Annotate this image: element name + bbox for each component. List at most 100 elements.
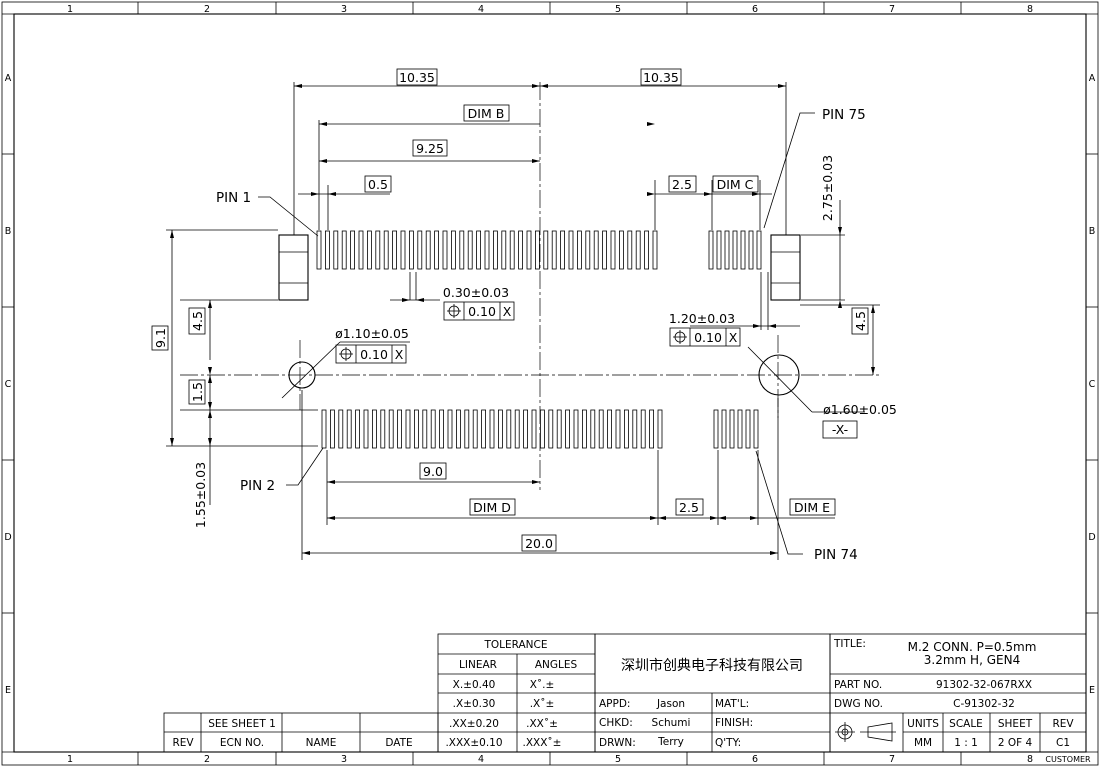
- top-pad-row: [316, 230, 658, 270]
- dim-0-30: 0.30±0.03: [443, 285, 509, 300]
- scale-value: 1 : 1: [954, 737, 978, 749]
- contact-pad: [434, 230, 440, 270]
- dim-d-label: DIM D: [473, 500, 511, 515]
- fcf-hole-tolerance: 0.10: [360, 347, 388, 362]
- contact-pad: [523, 409, 528, 449]
- contact-pad: [657, 409, 663, 449]
- contact-pad: [388, 409, 394, 449]
- contact-pad: [321, 409, 327, 449]
- tolerance-linear-1: X.±0.40: [453, 679, 496, 691]
- contact-pad: [467, 230, 473, 270]
- zone-col-8-bottom: 8: [1027, 754, 1033, 765]
- contact-pad: [501, 230, 507, 270]
- contact-pad: [640, 409, 646, 449]
- dim-2-5-bottom: 2.5: [679, 500, 699, 515]
- zone-col-4-top: 4: [478, 4, 484, 15]
- zone-col-3-top: 3: [341, 4, 347, 15]
- title-label: TITLE:: [833, 638, 866, 650]
- contact-pad: [338, 409, 344, 449]
- contact-pad: [455, 409, 461, 449]
- fcf-pad-position-right: 0.10 X: [669, 327, 741, 347]
- contact-pad: [619, 230, 624, 270]
- rev-value: C1: [1056, 737, 1070, 749]
- contact-pad: [753, 409, 759, 449]
- contact-pad: [540, 409, 545, 449]
- fcf-right-tolerance: 0.10: [694, 330, 722, 345]
- fcf-pad-position: 0.10 X: [443, 301, 515, 321]
- drwn-name: Terry: [657, 736, 684, 748]
- contact-pad: [509, 230, 515, 270]
- contact-pad: [447, 409, 453, 449]
- contact-pad: [489, 409, 495, 449]
- tolerance-linear-2: .X±0.30: [453, 698, 496, 710]
- material-label: MAT'L:: [715, 698, 749, 710]
- contact-pad: [635, 230, 641, 270]
- contact-pad: [497, 409, 503, 449]
- tolerance-angles-header: ANGLES: [535, 659, 578, 671]
- contact-pad: [442, 230, 448, 270]
- contact-pad: [430, 409, 436, 449]
- contact-pad: [627, 230, 633, 270]
- contact-pad: [375, 230, 381, 270]
- contact-pad: [556, 409, 562, 449]
- contact-pad: [582, 409, 587, 449]
- dimension-labels: 10.35 10.35 DIM B 9.25 0.5 2.5 DIM C 2.7…: [151, 68, 897, 552]
- dimension-lines: [166, 82, 880, 560]
- contact-pad: [565, 409, 570, 449]
- scale-label: SCALE: [949, 718, 983, 730]
- pin-1-label: PIN 1: [216, 190, 251, 206]
- contact-pad: [518, 230, 523, 270]
- contact-pad: [371, 409, 377, 449]
- contact-pad: [624, 409, 629, 449]
- contact-pad: [721, 409, 727, 449]
- contact-pad: [745, 409, 751, 449]
- contact-pad: [531, 409, 537, 449]
- contact-pad: [535, 230, 540, 270]
- zone-row-a-right: A: [1089, 73, 1096, 84]
- contact-pad: [548, 409, 554, 449]
- hole-right-dia: ø1.60±0.05: [823, 402, 897, 417]
- contact-pad: [341, 230, 347, 270]
- left-peg-hole: [288, 361, 316, 389]
- right-peg-hole: [758, 354, 800, 396]
- contact-pad: [514, 409, 520, 449]
- zone-col-4-bottom: 4: [478, 754, 484, 765]
- contact-pad: [506, 409, 512, 449]
- contact-pad: [350, 230, 356, 270]
- tolerance-angle-4: .XXX˚±: [523, 737, 562, 749]
- zone-col-5-bottom: 5: [615, 754, 621, 765]
- dim-10-35-left: 10.35: [399, 70, 435, 85]
- zone-col-7-top: 7: [889, 4, 895, 15]
- contact-pad: [392, 230, 398, 270]
- contact-pad: [644, 230, 649, 270]
- zone-col-3-bottom: 3: [341, 754, 347, 765]
- contact-pad: [380, 409, 386, 449]
- units-label: UNITS: [907, 718, 939, 730]
- fcf-pad-datum: X: [503, 304, 512, 319]
- tolerance-linear-header: LINEAR: [459, 659, 497, 671]
- ecn-column-header: ECN NO.: [220, 737, 264, 749]
- zone-row-a-left: A: [5, 73, 12, 84]
- contact-pad: [729, 409, 735, 449]
- part-no-value: 91302-32-067RXX: [936, 679, 1032, 691]
- title-line-2: 3.2mm H, GEN4: [924, 653, 1020, 667]
- zone-row-e-right: E: [1089, 685, 1095, 696]
- contact-pad: [737, 409, 743, 449]
- dim-9-0: 9.0: [423, 464, 443, 479]
- zone-col-6-bottom: 6: [752, 754, 758, 765]
- rev-column-header: REV: [172, 737, 194, 749]
- tolerance-angle-2: .X˚±: [530, 698, 555, 710]
- dim-e-label: DIM E: [794, 500, 830, 515]
- contact-pad: [383, 230, 389, 270]
- contact-pad: [551, 230, 557, 270]
- contact-pad: [481, 409, 487, 449]
- title-block: TOLERANCE LINEAR ANGLES X.±0.40 X˚.± .X±…: [163, 633, 1091, 764]
- customer-label: CUSTOMER: [1045, 755, 1091, 764]
- contact-pad: [355, 409, 361, 449]
- appd-name: Jason: [656, 698, 685, 710]
- contact-pad: [740, 230, 746, 270]
- zone-col-2-top: 2: [204, 4, 210, 15]
- connector-outline: [278, 234, 801, 396]
- zone-col-8-top: 8: [1027, 4, 1033, 15]
- contact-pad: [397, 409, 403, 449]
